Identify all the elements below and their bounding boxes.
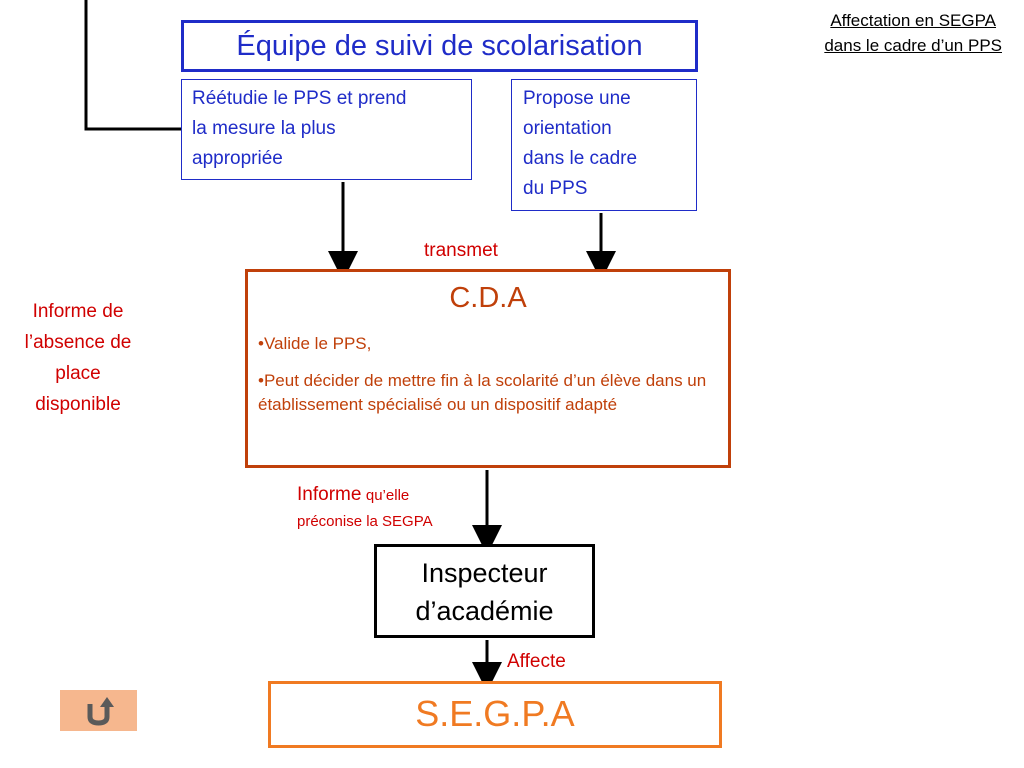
- cda-item-valide: •Valide le PPS,: [258, 334, 372, 353]
- affecte-label: Affecte: [507, 651, 566, 672]
- reetudie-box: Réétudie le PPS et prend la mesure la pl…: [181, 79, 472, 180]
- absence-note-line-1: Informe de: [32, 301, 124, 322]
- inspecteur-line-1: Inspecteur: [421, 558, 548, 588]
- segpa-box: S.E.G.P.A: [268, 681, 722, 748]
- informe-line-2: préconise la SEGPA: [297, 513, 433, 530]
- back-button[interactable]: [60, 690, 137, 731]
- equipe-title: Équipe de suivi de scolarisation: [236, 30, 643, 62]
- propose-line-2: orientation: [523, 118, 612, 139]
- cda-box: C.D.A •Valide le PPS, •Peut décider de m…: [245, 269, 731, 468]
- feedback-connector: [84, 0, 181, 131]
- title-note-line-2: dans le cadre d’un PPS: [824, 36, 1002, 55]
- propose-line-3: dans le cadre: [523, 148, 638, 169]
- propose-line-4: du PPS: [523, 178, 588, 199]
- cda-title: C.D.A: [449, 282, 527, 314]
- propose-box: Propose une orientation dans le cadre du…: [511, 79, 697, 211]
- propose-line-1: Propose une: [523, 88, 631, 109]
- informe-label: Informe qu’elle préconise la SEGPA: [297, 482, 433, 535]
- absence-place-note: Informe de l’absence de place disponible: [6, 296, 150, 420]
- absence-note-line-3: place: [55, 363, 101, 384]
- reetudie-line-3: appropriée: [192, 148, 283, 169]
- inspecteur-line-2: d’académie: [415, 596, 554, 626]
- u-turn-arrow-icon: [87, 697, 114, 726]
- inspecteur-box: Inspecteur d’académie: [374, 544, 595, 638]
- absence-note-line-4: disponible: [35, 394, 121, 415]
- transmet-label: transmet: [424, 240, 498, 261]
- segpa-title: S.E.G.P.A: [415, 693, 575, 734]
- slide-title-note: Affectation en SEGPA dans le cadre d’un …: [824, 8, 1002, 58]
- cda-item-fin-scolarite: •Peut décider de mettre fin à la scolari…: [258, 371, 707, 414]
- equipe-suivi-box: Équipe de suivi de scolarisation: [181, 20, 698, 72]
- reetudie-line-1: Réétudie le PPS et prend: [192, 88, 407, 109]
- informe-word: Informe: [297, 484, 362, 505]
- informe-rest: qu’elle: [365, 487, 410, 504]
- reetudie-line-2: la mesure la plus: [192, 118, 336, 139]
- title-note-line-1: Affectation en SEGPA: [830, 11, 997, 30]
- absence-note-line-2: l’absence de: [24, 332, 132, 353]
